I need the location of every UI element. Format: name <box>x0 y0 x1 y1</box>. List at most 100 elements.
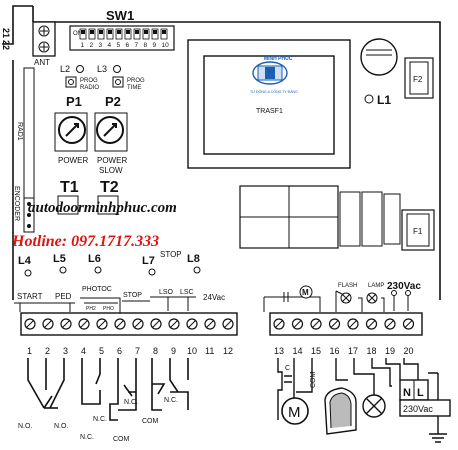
antenna-terminal-22: 22 <box>1 40 11 50</box>
terminal-number: 10 <box>187 346 197 356</box>
triacs: T1 T2 <box>57 179 119 215</box>
prog-radio-line2: RADIO <box>80 85 99 91</box>
wire-com-b: COM <box>142 418 159 425</box>
motor-c-label: C <box>285 365 290 372</box>
fuse-f1-label: F1 <box>413 227 423 236</box>
label-ped: PED <box>55 292 72 301</box>
prog-time-line1: PROG <box>127 78 145 84</box>
fuse-f2-label: F2 <box>413 75 423 84</box>
terminal-number: 13 <box>274 346 284 356</box>
wire-no-left: N.O. <box>18 423 32 430</box>
led-l2-label: L2 <box>60 64 70 74</box>
logo-text-top: MINH PHUC <box>264 56 293 62</box>
label-stop: STOP <box>123 292 142 299</box>
terminal-number: 11 <box>205 346 214 356</box>
terminal-number: 4 <box>81 346 86 356</box>
dip-switch-number: 8 <box>144 42 148 49</box>
led-l3-label: L3 <box>97 64 107 74</box>
dip-switch-number: 9 <box>153 42 157 49</box>
label-230vac-board: 230Vac <box>387 281 421 292</box>
pot-power-slow-line1: POWER <box>97 156 127 165</box>
antenna-label: ANT <box>34 58 50 67</box>
watermark-site: autodoorminhphuc.com <box>28 200 177 216</box>
external-wiring-labels: N.O. N.O. N.C. N.C. COM N.C. COM N.C. <box>18 397 178 443</box>
supply-n-label: N <box>403 387 411 399</box>
antenna-terminal-21: 21 <box>1 28 11 38</box>
capacitor-and-l1: L1 <box>360 38 398 107</box>
wire-nc-a: N.C. <box>80 434 94 441</box>
dip-switch-number: 10 <box>162 42 170 49</box>
transformer-label: TRASF1 <box>256 108 283 115</box>
pot-power-slow-line2: SLOW <box>99 166 123 175</box>
left-terminal-block <box>20 312 238 336</box>
left-terminal-labels: START PED PHOTOC PH2 PHO STOP LSO LSC 24… <box>14 286 225 313</box>
button-p1-label: P1 <box>66 94 82 109</box>
led-l6-label: L6 <box>88 253 101 265</box>
pot-power-label: POWER <box>58 156 88 165</box>
terminal-number: 20 <box>404 346 414 356</box>
fuse-f2: F2 <box>404 57 434 99</box>
fuse-f1: F1 <box>401 209 435 251</box>
wire-nc-d: N.C. <box>164 397 178 404</box>
minh-phuc-logo: MINH PHUC TỰ ĐỘNG & CÔNG TY ĐÁNG <box>250 56 298 94</box>
label-start: START <box>17 292 43 301</box>
triac-t2-label: T2 <box>100 179 119 196</box>
terminal-number: 6 <box>117 346 122 356</box>
dip-switch-on-label: ON <box>73 31 82 37</box>
right-terminal-labels: FLASH LAMP 230Vac M <box>263 281 421 312</box>
terminal-number: 18 <box>367 346 377 356</box>
dip-switch-number: 2 <box>90 42 94 49</box>
side-connectors: RAD1 ENCODER <box>13 67 35 233</box>
led-row: L4 L5 L6 L7 STOP L8 <box>18 250 201 277</box>
external-wiring-left <box>27 358 189 421</box>
dip-switch-number: 3 <box>99 42 103 49</box>
logo-text-bottom: TỰ ĐỘNG & CÔNG TY ĐÁNG <box>250 89 298 94</box>
dip-switch-number: 7 <box>135 42 139 49</box>
antenna-terminal: 21 22 ANT <box>1 21 56 67</box>
right-terminal-block <box>269 312 423 336</box>
watermark: autodoorminhphuc.com Hotline: 097.1717.3… <box>11 200 177 250</box>
label-pho: PHO <box>103 306 114 312</box>
power-supply-block: N L 230Vac <box>399 379 451 417</box>
motor-com-label: COM <box>310 372 317 389</box>
watermark-hotline: Hotline: 097.1717.333 <box>11 233 159 250</box>
led-l8-label: L8 <box>187 253 200 265</box>
prog-radio-line1: PROG <box>80 78 98 84</box>
prog-section: L2 L3 PROG RADIO PROG TIME P1 P2 <box>60 64 145 109</box>
wire-no-right: N.O. <box>54 423 68 430</box>
label-photoc: PHOTOC <box>82 286 112 293</box>
label-24vac: 24Vac <box>203 293 225 302</box>
board-outline <box>2 5 441 300</box>
label-ph2: PH2 <box>86 306 96 312</box>
triac-t1-label: T1 <box>60 179 79 196</box>
wire-com-a: COM <box>113 436 130 443</box>
terminal-number: 16 <box>330 346 340 356</box>
terminal-number: 15 <box>311 346 321 356</box>
terminal-number: 2 <box>45 346 50 356</box>
terminal-number: 12 <box>223 346 233 356</box>
supply-l-label: L <box>417 387 424 399</box>
dip-switch-number: 5 <box>117 42 121 49</box>
motor-m-label: M <box>288 404 301 421</box>
dip-switch-number: 4 <box>108 42 112 49</box>
led-l7-label: L7 <box>142 255 155 267</box>
prog-time-line2: TIME <box>127 85 141 91</box>
potentiometers: POWER POWER SLOW <box>54 112 128 175</box>
led-l5-label: L5 <box>53 253 66 265</box>
dip-switch-number: 6 <box>126 42 130 49</box>
terminal-number: 14 <box>293 346 303 356</box>
relays <box>239 185 401 249</box>
encoder-label: ENCODER <box>13 186 20 221</box>
flash-lamp-symbol <box>324 387 357 435</box>
supply-voltage-label: 230Vac <box>403 404 433 414</box>
lamp-symbol <box>362 394 386 418</box>
led-l1-label: L1 <box>377 93 391 107</box>
terminal-number: 7 <box>135 346 140 356</box>
terminal-number: 17 <box>348 346 358 356</box>
wire-nc-c: N.C. <box>124 399 138 406</box>
dip-switch-title: SW1 <box>106 8 134 23</box>
stop-led-label: STOP <box>160 250 182 259</box>
label-lamp: LAMP <box>368 283 384 289</box>
button-p2-label: P2 <box>105 94 121 109</box>
